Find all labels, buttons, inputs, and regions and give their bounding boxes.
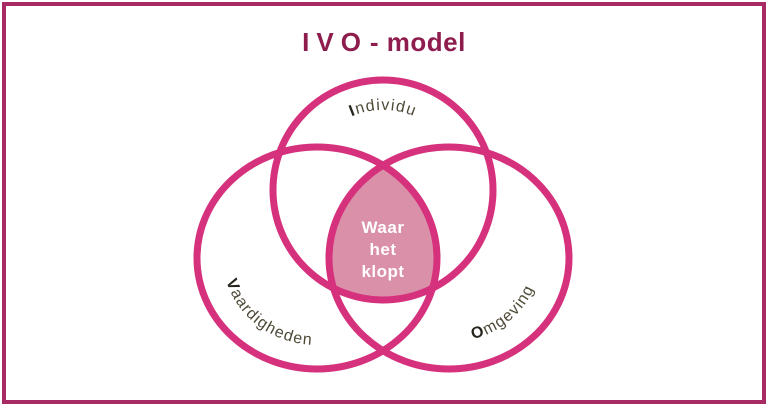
label-vaardigheden-initial: V [222,276,242,293]
circle-individu [269,76,497,304]
center-label-line1: Waar [362,218,405,237]
label-individu-initial: I [347,102,358,120]
label-individu-rest: ndividu [353,97,419,120]
diagram-title: IVO- model [0,27,768,58]
title-rest: - model [369,27,466,57]
center-intersection-shape [328,165,438,301]
title-acronym: IVO [302,27,368,57]
label-omgeving-initial: O [469,323,487,343]
label-omgeving-rest: mgeving [480,282,538,338]
circle-vaardigheden [193,143,441,373]
label-omgeving: Omgeving [469,282,538,343]
center-label-line2: het [370,240,397,259]
circle-omgeving [325,143,573,373]
center-label-line3: klopt [361,262,404,281]
label-individu: Individu [347,97,419,120]
